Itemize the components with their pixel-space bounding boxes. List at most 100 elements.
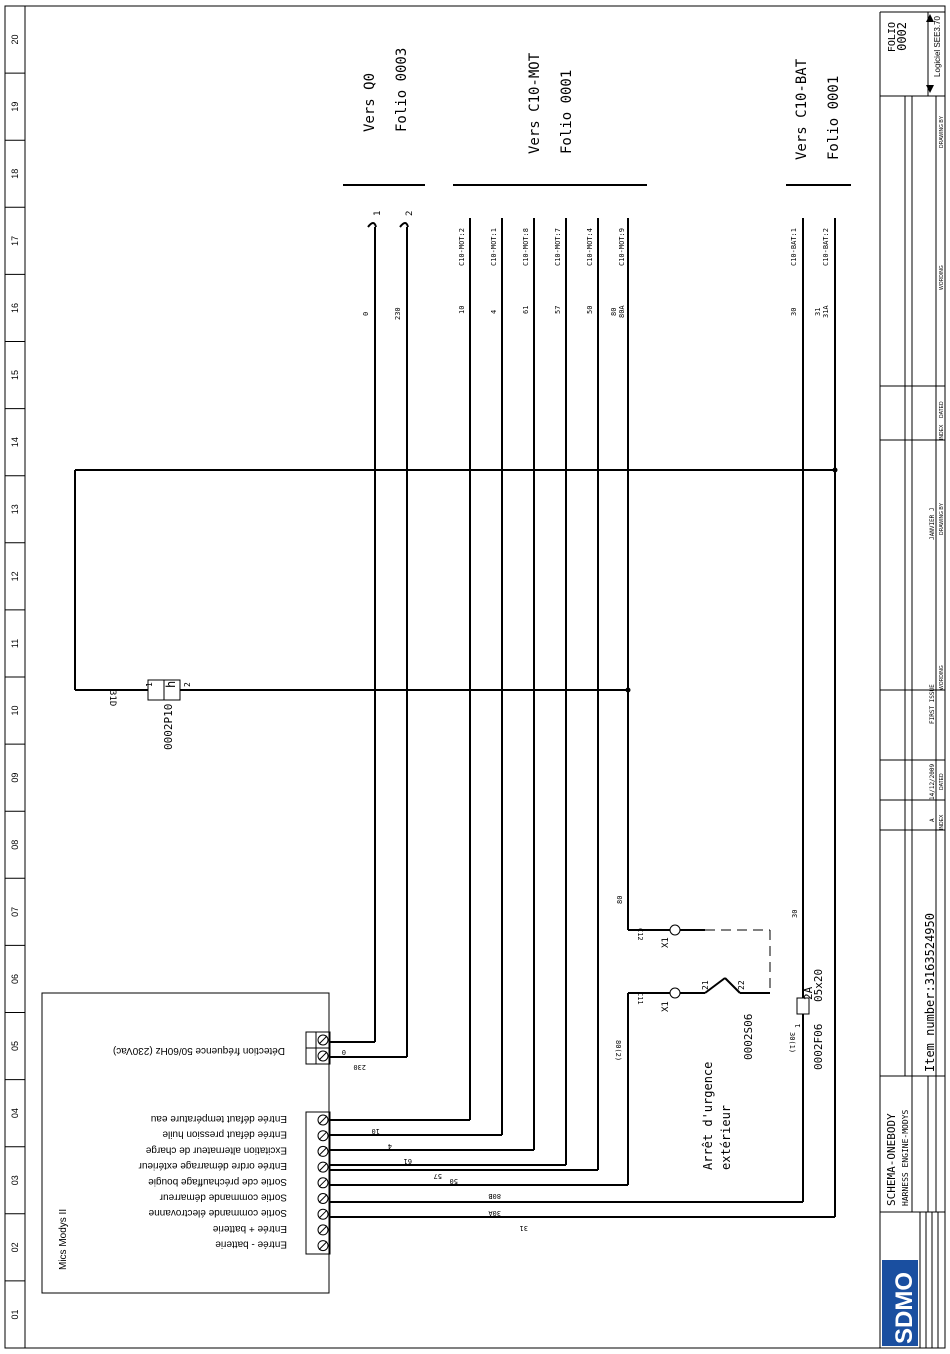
- wire-label-80a: 80A: [618, 305, 626, 318]
- harness-name: HARNESS ENGINE-MODYS: [901, 1109, 910, 1206]
- ruler-number: 12: [10, 571, 20, 581]
- dest-q0-line2: Folio 0003: [394, 48, 410, 132]
- drawn-by: JANVIER J: [929, 507, 936, 540]
- terminal-screw-icon: [317, 1130, 329, 1142]
- freq-wire-230: 230: [353, 1063, 366, 1071]
- ruler-number: 04: [10, 1108, 20, 1118]
- arrow-up-icon: [926, 14, 934, 22]
- pin-c11: C11: [636, 992, 644, 1005]
- wire-label-31a: 31A: [822, 305, 830, 318]
- conn-mot-1: C10-MOT:1: [490, 228, 498, 266]
- module-input-label: Excitation alternateur de charge: [145, 1144, 287, 1155]
- q0-pin-1: 1: [373, 211, 383, 216]
- contact-22: 22: [737, 980, 746, 990]
- conn-mot-2: C10-MOT:2: [458, 228, 466, 266]
- terminal-screw-icon: [317, 1193, 329, 1204]
- relay-pin-2: 2: [183, 682, 192, 687]
- terminal-slash: [318, 1194, 328, 1203]
- q0-terminal-1: [367, 222, 377, 228]
- fuse-size: 05x20: [812, 969, 825, 1002]
- mics-modys-module: Mics Modys II Détection fréquence 50/60H…: [41, 992, 528, 1294]
- ruler-number: 02: [10, 1242, 20, 1252]
- fuse-wire-top: 30: [791, 910, 799, 918]
- revision-date: 14/12/2009: [929, 763, 936, 800]
- wire-label-10: 10: [458, 306, 466, 314]
- estop-ref: 0002S06: [742, 1014, 755, 1060]
- sdmo-logo: SDMO: [891, 1272, 918, 1344]
- terminal-screw-icon: [317, 1114, 329, 1126]
- fuse-pin: 1: [794, 1024, 802, 1028]
- hdr-wording: WORDING: [939, 665, 945, 690]
- conn-mot-8: C10-MOT:8: [522, 228, 530, 266]
- ruler-number: 18: [10, 169, 20, 179]
- wire-80d-label: 80(2): [614, 1040, 622, 1061]
- module-input-label: Sortie commande électrovanne: [148, 1207, 287, 1218]
- ruler-number: 16: [10, 303, 20, 313]
- module-input-label: Sortie cde préchauffage bougie: [148, 1176, 287, 1187]
- wire-label-4: 4: [490, 310, 498, 314]
- terminal-slash: [318, 1225, 328, 1235]
- module-name: Mics Modys II: [58, 1209, 69, 1270]
- terminal-slash: [318, 1115, 328, 1125]
- module-wire-label: 61: [404, 1157, 412, 1165]
- dest-q0-line1: Vers Q0: [362, 73, 378, 132]
- ruler-number: 19: [10, 102, 20, 112]
- terminal-screw-icon: [317, 1161, 329, 1173]
- ruler-number: 06: [10, 974, 20, 984]
- wire-80-label: 80: [616, 896, 624, 904]
- estop-label-1: Arrêt d'urgence: [701, 1062, 715, 1170]
- wire-label-0: 0: [362, 312, 370, 316]
- module-wire-label: 4: [388, 1142, 392, 1150]
- ruler-number: 09: [10, 773, 20, 783]
- terminal-c11: [669, 987, 681, 999]
- fuse-f06: 30 30(1) 1 2A 0002F06 05x20: [788, 910, 825, 1070]
- schema-name: SCHEMA-ONEBODY: [885, 1113, 898, 1206]
- relay-p10: 1 2 h 0002P10 31D: [107, 679, 192, 750]
- dest-bat-line2: Folio 0001: [826, 76, 842, 160]
- conn-mot-7: C10-MOT:7: [554, 228, 562, 266]
- conn-mot-9: C10-MOT:9: [618, 228, 626, 266]
- fuse-rating: 2A: [802, 986, 815, 1000]
- module-input-label: Entrée + batterie: [212, 1223, 287, 1234]
- conn-mot-4: C10-MOT:4: [586, 228, 594, 266]
- freq-wire-0: 0: [342, 1048, 346, 1056]
- module-input-label: Entrée défaut pression huile: [162, 1129, 287, 1140]
- ruler-number: 08: [10, 840, 20, 850]
- ruler-number: 01: [10, 1309, 20, 1319]
- fuse-wire-bot: 30(1): [788, 1032, 796, 1053]
- revision-desc: FIRST ISSUE: [929, 684, 936, 724]
- estop-label-2: extérieur: [719, 1105, 733, 1170]
- ruler-number: 11: [10, 639, 20, 648]
- q0-pin-2: 2: [405, 211, 415, 216]
- destination-labels: Vers Q0 Folio 0003 Vers C10-MOT Folio 00…: [343, 48, 851, 186]
- fuse-ref: 0002F06: [812, 1024, 825, 1070]
- ruler-number: 20: [10, 35, 20, 45]
- module-wire-label: 80B: [488, 1192, 501, 1200]
- module-wire-label: 10: [372, 1127, 380, 1135]
- wire-label-31: 31: [814, 308, 822, 316]
- wire-label-80: 80: [610, 308, 618, 316]
- top-connectors: 1 2 0 230 C10-MOT:2 C10-MOT:1 C10-MOT:8 …: [362, 211, 830, 320]
- hdr-index-top: INDEX: [939, 424, 945, 440]
- pin-c12: C12: [636, 928, 644, 941]
- module-wire-label: 31: [520, 1224, 528, 1232]
- input-terminal-block: [305, 1111, 331, 1255]
- q0-terminal-2: [399, 222, 409, 228]
- dest-mot-line2: Folio 0001: [559, 70, 575, 154]
- wire-label-61: 61: [522, 306, 530, 314]
- freq-detection-label: Détection fréquence 50/60Hz (230Vac): [113, 1045, 285, 1056]
- module-box: [41, 992, 330, 1294]
- terminal-screw-icon: [317, 1177, 329, 1189]
- ruler-number: 05: [10, 1041, 20, 1051]
- wire-label-230: 230: [394, 307, 402, 320]
- module-wire-label: 30A: [488, 1209, 501, 1217]
- x1-label-a: X1: [661, 937, 671, 948]
- terminal-screw-icon: [317, 1240, 329, 1252]
- module-input-label: Entrée - batterie: [215, 1239, 287, 1250]
- terminal-screw-icon: [317, 1224, 329, 1236]
- hdr-wording-top: WORDING: [939, 265, 945, 290]
- emergency-stop: C12 C11 X1 X1 21 22 0002S06 Arrêt d'urge…: [614, 896, 771, 1170]
